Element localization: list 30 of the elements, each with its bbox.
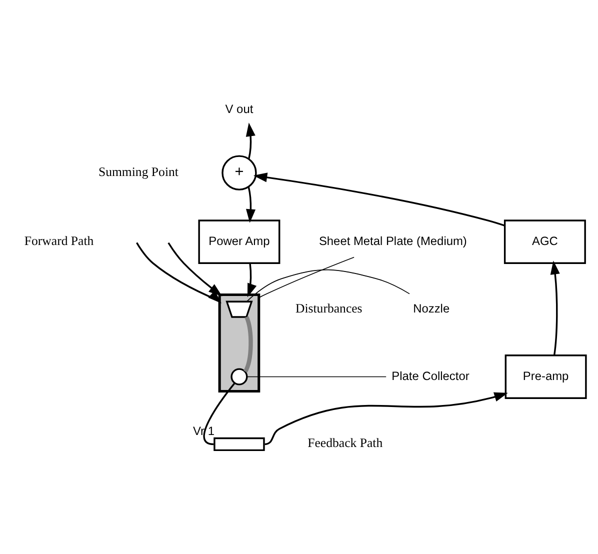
cluster	[218, 293, 260, 393]
node-resistor	[214, 437, 265, 452]
arrow	[264, 392, 508, 446]
arrow	[136, 242, 222, 304]
arrow	[550, 260, 560, 356]
label: Disturbances	[295, 301, 362, 316]
connector	[243, 316, 253, 373]
node-circle: +	[222, 155, 257, 190]
arrow	[246, 122, 256, 159]
node-box: Pre-amp	[504, 354, 587, 399]
label: Forward Path	[24, 234, 94, 248]
node-circle	[230, 368, 248, 386]
connector	[203, 382, 236, 446]
node-text: Nozzle	[413, 301, 450, 316]
node-box: Power Amp	[198, 220, 280, 264]
node-text: V out	[225, 102, 254, 116]
arrow	[168, 242, 222, 304]
arrow	[246, 186, 256, 223]
connector	[246, 269, 410, 302]
node-box: AGC	[504, 220, 586, 264]
node-text: Plate Collector	[392, 368, 470, 383]
label: Summing Point	[98, 164, 178, 179]
arrow	[253, 172, 505, 226]
node-label: Vr 1	[193, 424, 215, 438]
arrow	[247, 263, 257, 298]
label: Feedback Path	[308, 436, 383, 450]
node-trapezoid	[226, 300, 253, 318]
connector	[258, 256, 354, 298]
node-text: Sheet Metal Plate (Medium)	[318, 234, 467, 248]
connector	[246, 376, 387, 378]
